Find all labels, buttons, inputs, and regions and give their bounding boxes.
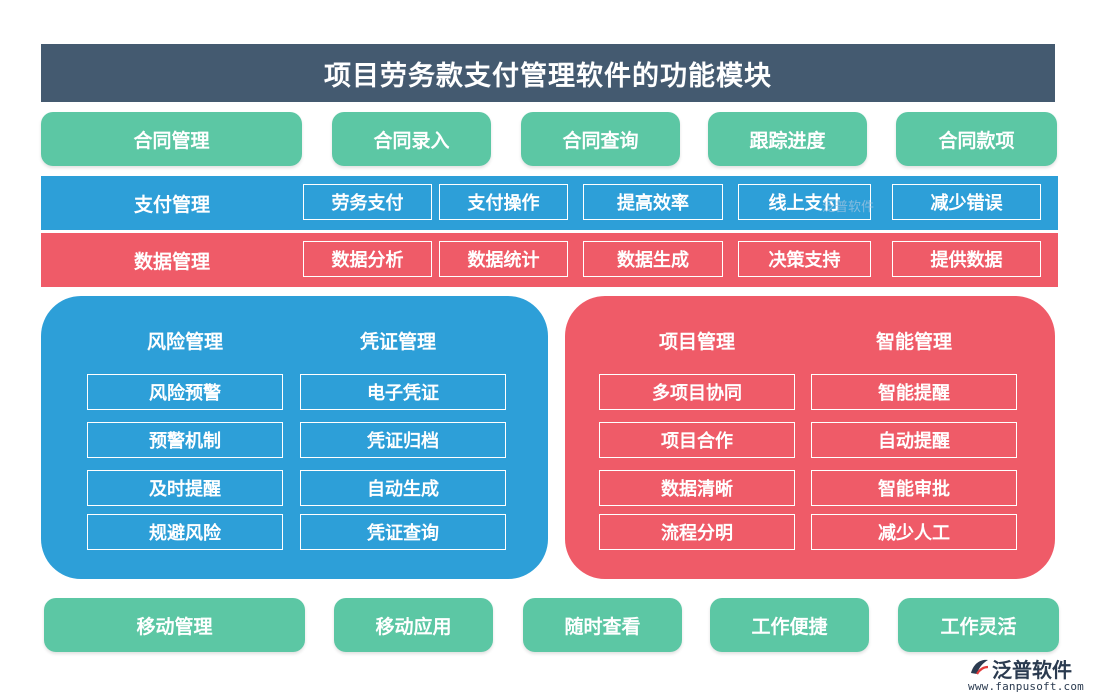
view-anytime-box: 随时查看 (523, 598, 682, 652)
payment-item: 减少错误 (892, 184, 1041, 220)
data-management-band: 数据管理 数据分析 数据统计 数据生成 决策支持 提供数据 (41, 233, 1058, 287)
risk-voucher-panel: 风险管理 凭证管理 风险预警 预警机制 及时提醒 规避风险 电子凭证 凭证归档 … (41, 296, 548, 579)
payment-item: 支付操作 (439, 184, 568, 220)
voucher-item: 自动生成 (300, 470, 506, 506)
project-management-heading: 项目管理 (658, 330, 735, 353)
brand-logo: 泛普软件 www.fanpusoft.com (968, 656, 1093, 696)
mobile-app-box: 移动应用 (334, 598, 493, 652)
project-item: 数据清晰 (599, 470, 795, 506)
payment-item: 提高效率 (583, 184, 723, 220)
mobile-management-box: 移动管理 (44, 598, 305, 652)
smart-item: 智能提醒 (811, 374, 1017, 410)
voucher-management-heading: 凭证管理 (359, 330, 436, 353)
risk-item: 及时提醒 (87, 470, 283, 506)
contract-management-box: 合同管理 (41, 112, 302, 166)
risk-item: 风险预警 (87, 374, 283, 410)
project-item: 多项目协同 (599, 374, 795, 410)
smart-item: 智能审批 (811, 470, 1017, 506)
voucher-item: 凭证查询 (300, 514, 506, 550)
payment-management-label: 支付管理 (133, 193, 210, 216)
watermark: 泛普软件 (822, 200, 875, 215)
data-management-label: 数据管理 (133, 250, 210, 273)
risk-management-heading: 风险管理 (146, 330, 223, 353)
project-smart-panel: 项目管理 智能管理 多项目协同 项目合作 数据清晰 流程分明 智能提醒 自动提醒… (565, 296, 1055, 579)
payment-management-band: 支付管理 劳务支付 支付操作 提高效率 线上支付 减少错误 (41, 176, 1058, 230)
data-item: 决策支持 (738, 241, 871, 277)
voucher-item: 电子凭证 (300, 374, 506, 410)
contract-entry-box: 合同录入 (332, 112, 491, 166)
smart-item: 减少人工 (811, 514, 1017, 550)
data-item: 数据分析 (303, 241, 432, 277)
risk-item: 预警机制 (87, 422, 283, 458)
risk-item: 规避风险 (87, 514, 283, 550)
payment-item: 劳务支付 (303, 184, 432, 220)
work-convenient-box: 工作便捷 (710, 598, 869, 652)
voucher-item: 凭证归档 (300, 422, 506, 458)
contract-payment-box: 合同款项 (896, 112, 1057, 166)
data-item: 数据生成 (583, 241, 723, 277)
logo-url: www.fanpusoft.com (968, 680, 1084, 693)
project-item: 流程分明 (599, 514, 795, 550)
progress-tracking-box: 跟踪进度 (708, 112, 867, 166)
work-flexible-box: 工作灵活 (898, 598, 1059, 652)
project-item: 项目合作 (599, 422, 795, 458)
payment-item: 线上支付 (738, 184, 871, 220)
logo-text: 泛普软件 (992, 658, 1072, 682)
page-title: 项目劳务款支付管理软件的功能模块 (41, 44, 1055, 102)
smart-management-heading: 智能管理 (875, 330, 952, 353)
logo-icon (971, 659, 989, 675)
data-item: 提供数据 (892, 241, 1041, 277)
contract-query-box: 合同查询 (521, 112, 680, 166)
data-item: 数据统计 (439, 241, 568, 277)
smart-item: 自动提醒 (811, 422, 1017, 458)
